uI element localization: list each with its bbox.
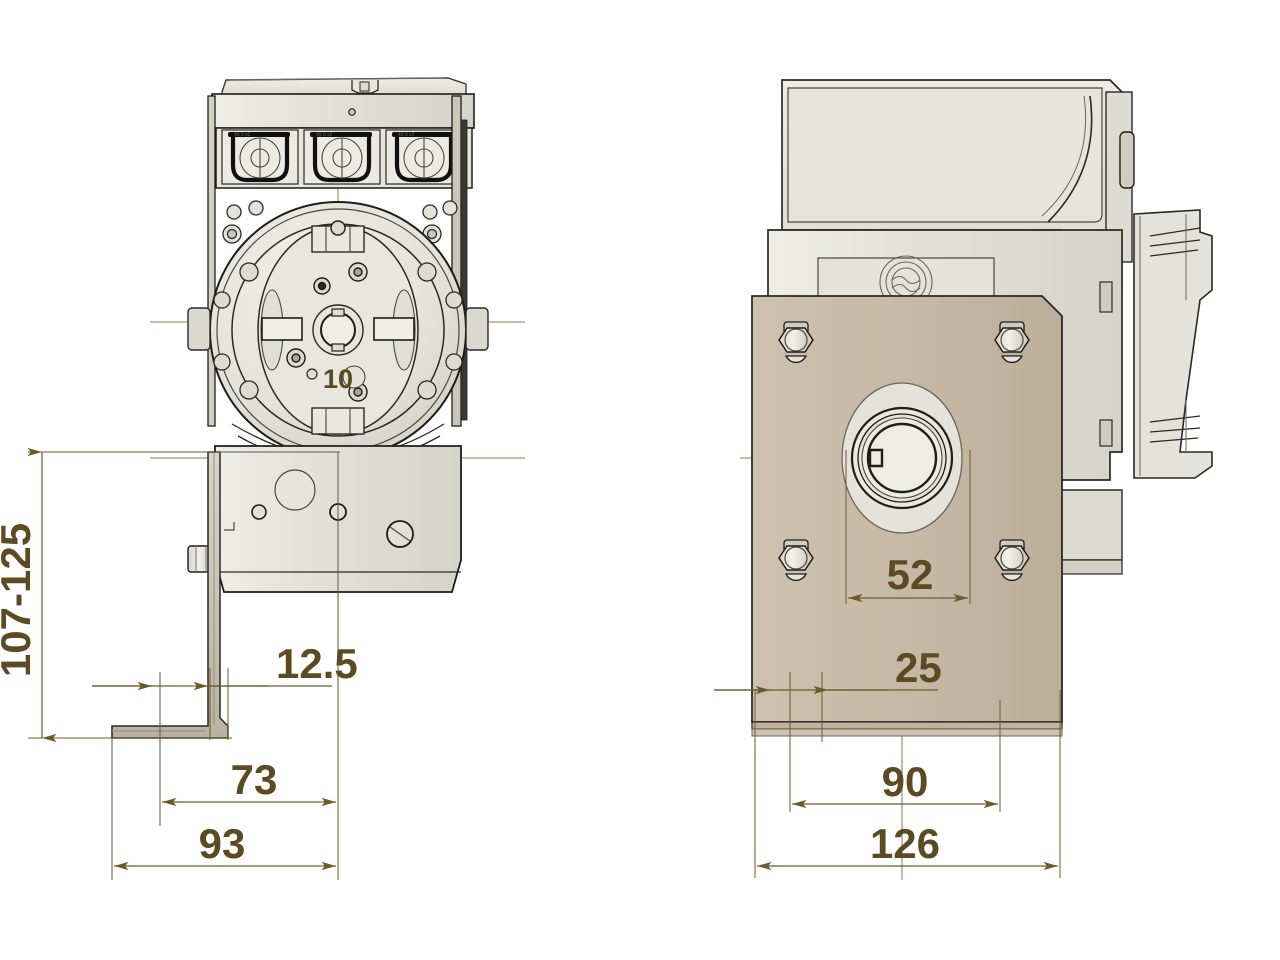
mounting-flange-plate bbox=[751, 295, 1063, 737]
svg-text:40 0 x2: 40 0 x2 bbox=[316, 132, 333, 138]
lower-housing-block bbox=[187, 445, 462, 593]
dim-label-width-93: 93 bbox=[199, 820, 246, 867]
terminal-pockets: 40 0 x2 40 0 x2 40 0 x2 bbox=[215, 127, 473, 189]
dim-label-width-73: 73 bbox=[231, 756, 278, 803]
dim-label-width-90: 90 bbox=[882, 758, 929, 805]
dim-edge-25: 25 bbox=[714, 644, 942, 695]
dim-bore-52: 52 bbox=[848, 551, 968, 603]
flange-bolts bbox=[778, 321, 1030, 582]
dim-label-offset-small: 12.5 bbox=[276, 640, 358, 687]
dim-offset-small: 12.5 bbox=[92, 640, 358, 691]
dimension-set-left: 107-125 12.5 73 93 bbox=[0, 447, 358, 880]
mounting-bracket bbox=[111, 451, 229, 739]
svg-text:40 0 x2: 40 0 x2 bbox=[398, 132, 415, 138]
dim-label-edge-25: 25 bbox=[895, 644, 942, 691]
left-front-view: 40 0 x2 40 0 x2 40 0 x2 bbox=[111, 77, 525, 880]
dim-width-126: 126 bbox=[757, 820, 1058, 871]
dim-label-width-126: 126 bbox=[870, 820, 940, 867]
dim-width-93: 93 bbox=[114, 820, 336, 871]
terminal-box bbox=[781, 79, 1135, 291]
dim-width-73: 73 bbox=[162, 756, 336, 807]
cable-gland-cowl bbox=[1133, 209, 1213, 479]
dim-height-range: 107-125 bbox=[0, 447, 57, 743]
right-side-view bbox=[740, 79, 1213, 880]
dimension-set-right: 52 25 90 126 bbox=[714, 450, 1061, 878]
svg-text:40 0 x2: 40 0 x2 bbox=[234, 132, 251, 138]
circular-gear-housing: 10 bbox=[187, 201, 489, 467]
hub-marking: 10 bbox=[323, 364, 353, 394]
housing-side-rails bbox=[207, 95, 468, 427]
dim-label-height-range: 107-125 bbox=[0, 523, 39, 677]
terminal-cover bbox=[211, 77, 475, 129]
dim-width-90: 90 bbox=[792, 758, 998, 809]
dim-label-bore-52: 52 bbox=[887, 551, 934, 598]
